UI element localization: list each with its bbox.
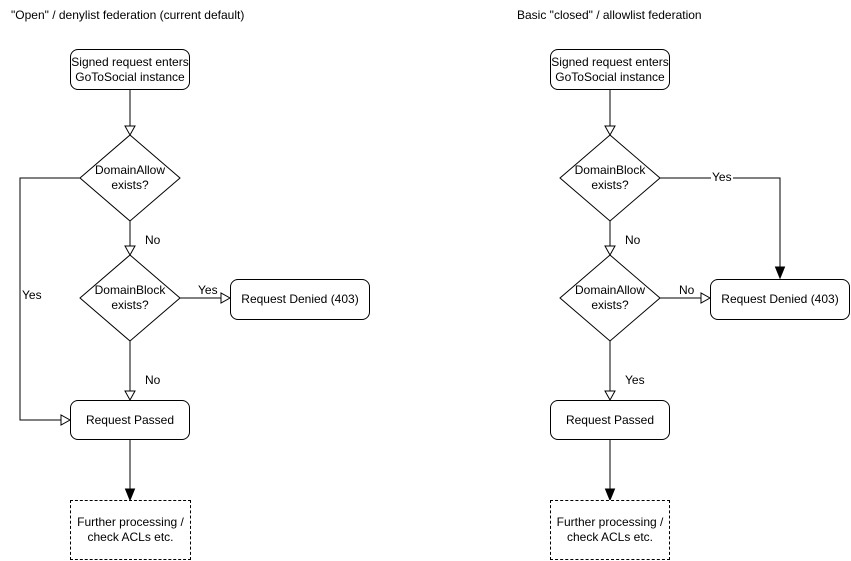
left-passed-node: Request Passed: [70, 400, 190, 440]
left-further-processing-node: Further processing / check ACLs etc.: [70, 500, 191, 560]
arrowhead-open: [604, 390, 616, 402]
left-denied-node: Request Denied (403): [230, 279, 370, 320]
right-decision2-diamond: [559, 254, 661, 342]
right-flowchart-wires: [559, 90, 786, 502]
right-start-node: Signed request enters GoToSocial instanc…: [550, 49, 670, 90]
left-edge-label-no-1: No: [144, 233, 162, 247]
arrowhead-open: [124, 390, 136, 402]
right-denied-node: Request Denied (403): [710, 279, 850, 320]
left-edge-label-yes-2: Yes: [197, 283, 219, 297]
left-edge-label-yes-branch: Yes: [21, 288, 43, 302]
arrowhead-open: [124, 245, 136, 257]
left-start-node: Signed request enters GoToSocial instanc…: [70, 49, 190, 90]
arrowhead-open: [124, 125, 136, 137]
arrowhead-filled: [124, 488, 136, 502]
right-further-processing-node: Further processing / check ACLs etc.: [550, 500, 670, 560]
left-decision2-diamond: [79, 254, 181, 342]
left-flowchart-wires: [19, 90, 232, 502]
left-decision1-diamond: [79, 134, 181, 222]
arrowhead-filled: [604, 488, 616, 502]
arrowhead-open: [220, 292, 232, 304]
left-chart-title: "Open" / denylist federation (current de…: [11, 8, 245, 22]
right-passed-node: Request Passed: [550, 400, 670, 440]
right-edge-label-yes-2: Yes: [624, 373, 646, 387]
right-edge-label-no-1: No: [624, 233, 642, 247]
arrowhead-open: [60, 414, 72, 426]
right-decision1-diamond: [559, 134, 661, 222]
right-edge-label-no-2: No: [678, 283, 696, 297]
arrowhead-filled: [774, 266, 786, 280]
arrowhead-open: [604, 125, 616, 137]
arrowhead-open: [700, 292, 712, 304]
right-edge-label-yes-1: Yes: [711, 170, 733, 184]
left-edge-d1-yes-branch: [19, 177, 80, 421]
right-chart-title: Basic "closed" / allowlist federation: [517, 8, 702, 22]
right-edge-d1-yes-branch: [660, 177, 781, 268]
left-edge-label-no-2: No: [144, 373, 162, 387]
arrowhead-open: [604, 245, 616, 257]
